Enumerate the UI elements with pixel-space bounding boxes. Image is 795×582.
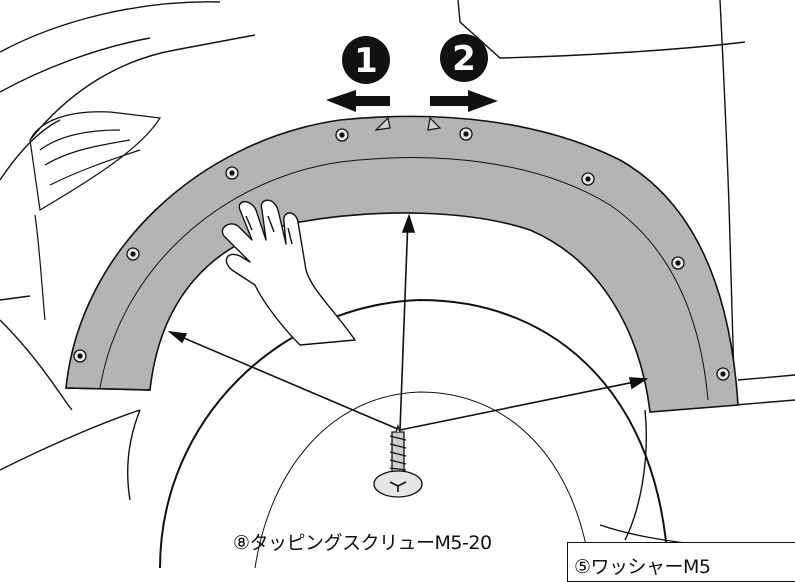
- headlight: [29, 111, 162, 321]
- leader-lines: [167, 213, 649, 431]
- fender-flare: [65, 115, 739, 413]
- step-marker-1: 1: [326, 36, 390, 112]
- arrow-right-icon: [430, 90, 498, 112]
- step-marker-2: 2: [430, 34, 498, 112]
- fender-bolts: [73, 127, 730, 381]
- hand-illustration: [221, 199, 356, 346]
- fender-install-diagram: 1 2: [0, 0, 795, 568]
- washer-part-label: ⑤ワッシャーM5: [574, 556, 711, 578]
- step-number-1: 1: [354, 41, 378, 81]
- arrow-left-icon: [326, 90, 390, 112]
- wheel: [159, 298, 669, 568]
- fender-clips: [374, 116, 442, 131]
- screw-part-label: ⑧タッピングスクリューM5-20: [233, 532, 492, 554]
- step-number-2: 2: [452, 39, 476, 79]
- tapping-screw-illustration: [373, 423, 423, 498]
